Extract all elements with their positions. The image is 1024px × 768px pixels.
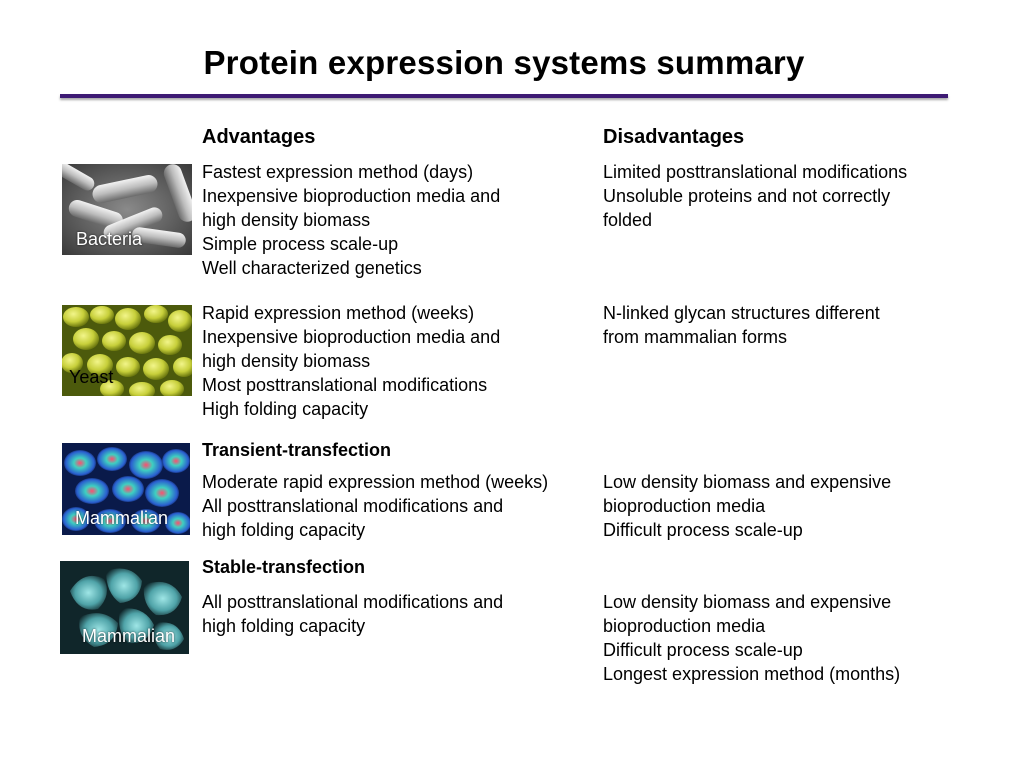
mammalian-cells-teal-icon	[60, 561, 189, 654]
disadvantage-item: Low density biomass and expensive	[603, 592, 892, 612]
advantage-item: Fastest expression method (days)	[202, 162, 474, 182]
bacteria-micrograph-icon	[62, 164, 192, 255]
advantage-item: high density biomass	[202, 351, 371, 371]
stable-disadvantages: Low density biomass and expensive biopro…	[603, 590, 900, 686]
advantage-item: Simple process scale-up	[202, 234, 399, 254]
yeast-advantages: Rapid expression method (weeks) Inexpens…	[202, 301, 500, 421]
stable-transfection-subtitle: Stable-transfection	[202, 557, 366, 577]
bacteria-label: Bacteria	[76, 229, 143, 249]
disadvantage-item: Difficult process scale-up	[603, 640, 803, 660]
advantage-item: Inexpensive bioproduction media and	[202, 327, 501, 347]
disadvantage-item: bioproduction media	[603, 496, 766, 516]
transient-transfection-subtitle: Transient-transfection	[202, 440, 392, 460]
mammalian-cells-fluorescent-icon	[62, 443, 190, 535]
advantage-item: All posttranslational modifications and	[202, 496, 504, 516]
title-divider	[60, 94, 948, 98]
advantage-item: high density biomass	[202, 210, 371, 230]
disadvantages-header: Disadvantages	[603, 126, 745, 148]
advantages-header: Advantages	[202, 126, 316, 148]
transient-advantages: Moderate rapid expression method (weeks)…	[202, 470, 548, 542]
disadvantage-item: from mammalian forms	[603, 327, 788, 347]
mammalian-transient-label: Mammalian	[75, 508, 169, 528]
mammalian-stable-label: Mammalian	[82, 626, 176, 646]
advantage-item: Rapid expression method (weeks)	[202, 303, 475, 323]
disadvantage-item: Longest expression method (months)	[603, 664, 901, 684]
bacteria-disadvantages: Limited posttranslational modifications …	[603, 160, 907, 232]
advantage-item: high folding capacity	[202, 520, 366, 540]
page-title: Protein expression systems summary	[203, 44, 805, 81]
yeast-label: Yeast	[69, 367, 114, 387]
disadvantage-item: Difficult process scale-up	[603, 520, 803, 540]
disadvantage-item: Limited posttranslational modifications	[603, 162, 908, 182]
advantage-item: Most posttranslational modifications	[202, 375, 488, 395]
bacteria-advantages: Fastest expression method (days) Inexpen…	[202, 160, 500, 280]
stable-advantages: All posttranslational modifications and …	[202, 590, 503, 638]
disadvantage-item: Low density biomass and expensive	[603, 472, 892, 492]
advantage-item: Well characterized genetics	[202, 258, 422, 278]
yeast-micrograph-icon	[62, 305, 192, 396]
advantage-item: All posttranslational modifications and	[202, 592, 504, 612]
advantage-item: Moderate rapid expression method (weeks)	[202, 472, 549, 492]
advantage-item: high folding capacity	[202, 616, 366, 636]
disadvantage-item: N-linked glycan structures different	[603, 303, 880, 323]
advantage-item: Inexpensive bioproduction media and	[202, 186, 501, 206]
yeast-disadvantages: N-linked glycan structures different fro…	[603, 301, 880, 349]
transient-disadvantages: Low density biomass and expensive biopro…	[603, 470, 891, 542]
disadvantage-item: bioproduction media	[603, 616, 766, 636]
advantage-item: High folding capacity	[202, 399, 369, 419]
disadvantage-item: Unsoluble proteins and not correctly	[603, 186, 891, 206]
disadvantage-item: folded	[603, 210, 653, 230]
